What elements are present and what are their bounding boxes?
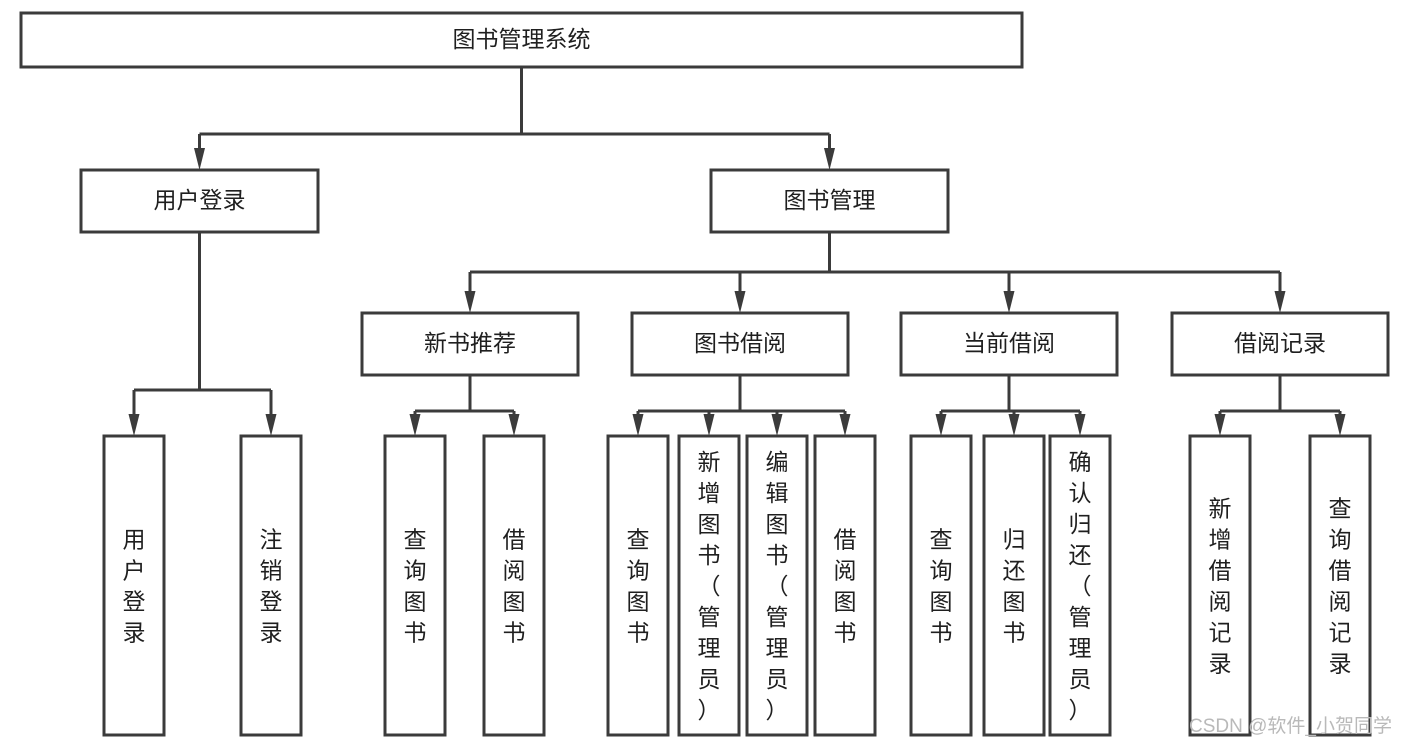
connector-layer: [128, 67, 1346, 436]
node-box-leaf-add-book[interactable]: [677, 434, 741, 737]
arrow-head-icon: [1214, 414, 1226, 436]
node-label-root: 图书管理系统: [453, 26, 591, 52]
node-leaf-query-book-1[interactable]: 查询图书: [383, 434, 447, 737]
node-leaf-confirm-return[interactable]: 确认归还（管理员）: [1048, 434, 1112, 737]
node-leaf-borrow-book-1[interactable]: 借阅图书: [482, 434, 546, 737]
node-leaf-return-book[interactable]: 归还图书: [982, 434, 1046, 737]
node-label-leaf-logout: 注销登录: [260, 527, 283, 646]
node-label-leaf-borrow-book-1: 借阅图书: [503, 527, 526, 646]
node-leaf-borrow-book-2[interactable]: 借阅图书: [813, 434, 877, 737]
node-current-borrow[interactable]: 当前借阅: [899, 311, 1119, 377]
node-label-new-book-recommend: 新书推荐: [424, 330, 516, 356]
node-box-leaf-query-book-2[interactable]: [606, 434, 670, 737]
node-borrow-record[interactable]: 借阅记录: [1170, 311, 1390, 377]
node-box-user-login[interactable]: [79, 168, 320, 234]
node-label-leaf-edit-book: 编辑图书（管理员）: [766, 449, 789, 723]
arrow-head-icon: [632, 414, 644, 436]
arrow-head-icon: [128, 414, 140, 436]
node-label-leaf-add-borrow-record: 新增借阅记录: [1209, 496, 1232, 677]
node-label-leaf-confirm-return: 确认归还（管理员）: [1069, 449, 1092, 723]
node-root[interactable]: 图书管理系统: [19, 11, 1024, 69]
arrow-head-icon: [824, 148, 835, 170]
arrow-head-icon: [771, 414, 783, 436]
csdn-watermark: CSDN @软件_小贺同学: [1189, 715, 1392, 737]
node-book-management[interactable]: 图书管理: [709, 168, 950, 234]
arrow-head-icon: [1074, 414, 1086, 436]
arrow-head-icon: [935, 414, 947, 436]
node-leaf-edit-book[interactable]: 编辑图书（管理员）: [745, 434, 809, 737]
node-box-book-borrow[interactable]: [630, 311, 850, 377]
node-box-leaf-return-book[interactable]: [982, 434, 1046, 737]
node-box-leaf-edit-book[interactable]: [745, 434, 809, 737]
arrow-head-icon: [194, 148, 205, 170]
arrow-head-icon: [703, 414, 715, 436]
node-box-leaf-query-book-1[interactable]: [383, 434, 447, 737]
node-box-leaf-borrow-book-2[interactable]: [813, 434, 877, 737]
node-label-leaf-add-book: 新增图书（管理员）: [698, 449, 721, 723]
node-box-leaf-logout[interactable]: [239, 434, 303, 737]
arrow-head-icon: [1334, 414, 1346, 436]
arrow-head-icon: [508, 414, 520, 436]
node-label-leaf-query-book-1: 查询图书: [404, 527, 427, 646]
node-label-leaf-user-login: 用户登录: [123, 527, 146, 646]
node-leaf-query-borrow-record[interactable]: 查询借阅记录: [1308, 434, 1372, 737]
node-label-leaf-borrow-book-2: 借阅图书: [834, 527, 857, 646]
node-book-borrow[interactable]: 图书借阅: [630, 311, 850, 377]
arrow-head-icon: [265, 414, 277, 436]
node-label-borrow-record: 借阅记录: [1234, 330, 1326, 356]
node-box-root[interactable]: [19, 11, 1024, 69]
node-leaf-user-login[interactable]: 用户登录: [102, 434, 166, 737]
node-box-leaf-add-borrow-record[interactable]: [1188, 434, 1252, 737]
node-label-book-management: 图书管理: [784, 187, 876, 213]
arrow-head-icon: [1003, 291, 1015, 313]
arrow-head-icon: [464, 291, 476, 313]
node-box-book-management[interactable]: [709, 168, 950, 234]
node-label-leaf-return-book: 归还图书: [1003, 527, 1026, 646]
arrow-head-icon: [1008, 414, 1020, 436]
node-leaf-query-book-2[interactable]: 查询图书: [606, 434, 670, 737]
node-box-leaf-borrow-book-1[interactable]: [482, 434, 546, 737]
node-label-leaf-query-book-3: 查询图书: [930, 527, 953, 646]
node-box-new-book-recommend[interactable]: [360, 311, 580, 377]
node-leaf-add-borrow-record[interactable]: 新增借阅记录: [1188, 434, 1252, 737]
node-box-current-borrow[interactable]: [899, 311, 1119, 377]
node-label-leaf-query-book-2: 查询图书: [627, 527, 650, 646]
node-new-book-recommend[interactable]: 新书推荐: [360, 311, 580, 377]
node-box-leaf-query-book-3[interactable]: [909, 434, 973, 737]
arrow-head-icon: [734, 291, 746, 313]
arrow-head-icon: [1274, 291, 1286, 313]
node-label-leaf-query-borrow-record: 查询借阅记录: [1329, 496, 1352, 677]
node-layer: 图书管理系统用户登录图书管理新书推荐图书借阅当前借阅借阅记录用户登录注销登录查询…: [19, 11, 1390, 737]
node-box-leaf-query-borrow-record[interactable]: [1308, 434, 1372, 737]
node-box-leaf-confirm-return[interactable]: [1048, 434, 1112, 737]
node-box-leaf-user-login[interactable]: [102, 434, 166, 737]
node-label-book-borrow: 图书借阅: [694, 330, 786, 356]
node-leaf-logout[interactable]: 注销登录: [239, 434, 303, 737]
node-label-current-borrow: 当前借阅: [963, 330, 1055, 356]
arrow-head-icon: [409, 414, 421, 436]
node-user-login[interactable]: 用户登录: [79, 168, 320, 234]
node-label-user-login: 用户登录: [154, 187, 246, 213]
node-leaf-query-book-3[interactable]: 查询图书: [909, 434, 973, 737]
arrow-head-icon: [839, 414, 851, 436]
node-box-borrow-record[interactable]: [1170, 311, 1390, 377]
node-leaf-add-book[interactable]: 新增图书（管理员）: [677, 434, 741, 737]
